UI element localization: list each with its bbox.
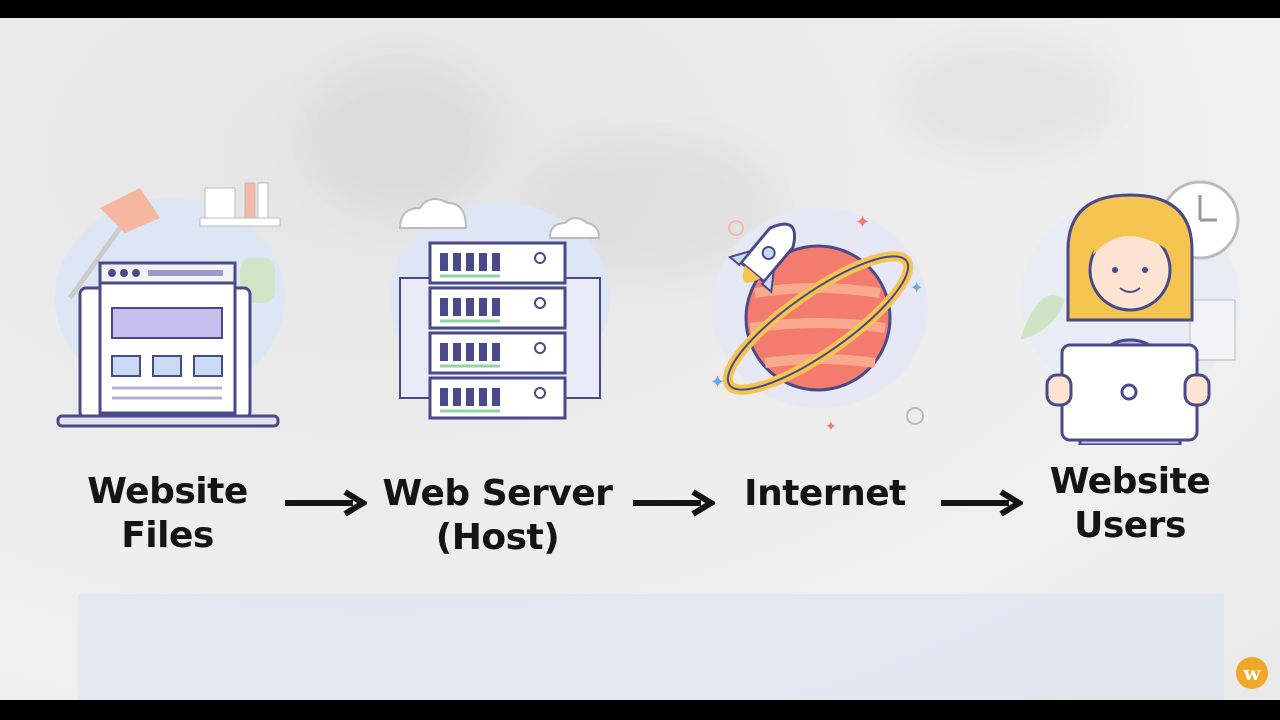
svg-text:✦: ✦ bbox=[855, 212, 870, 233]
svg-text:✦: ✦ bbox=[910, 278, 923, 297]
planet-rocket-icon: ✦ ✦ ✦ ✦ bbox=[710, 208, 928, 433]
brand-logo-icon: w bbox=[1236, 657, 1268, 689]
arrow-right-icon bbox=[941, 489, 1023, 517]
arrow-right-icon bbox=[633, 489, 715, 517]
slide: ✦ ✦ ✦ ✦ Website Files Web Server (Host) … bbox=[0, 18, 1280, 700]
user-with-tablet-icon bbox=[1020, 180, 1240, 445]
svg-text:✦: ✦ bbox=[825, 419, 837, 433]
step-label-internet: Internet bbox=[744, 473, 906, 514]
step-label-website-users: Website Users bbox=[1049, 461, 1211, 546]
server-rack-icon bbox=[390, 198, 610, 420]
step-label-web-server: Web Server (Host) bbox=[382, 473, 613, 558]
arrow-right-icon bbox=[285, 489, 367, 517]
step-label-website-files: Website Files bbox=[87, 471, 248, 556]
svg-text:✦: ✦ bbox=[710, 372, 725, 393]
laptop-website-icon bbox=[55, 182, 285, 428]
background-stain bbox=[900, 38, 1120, 158]
caption-bar bbox=[78, 594, 1224, 700]
